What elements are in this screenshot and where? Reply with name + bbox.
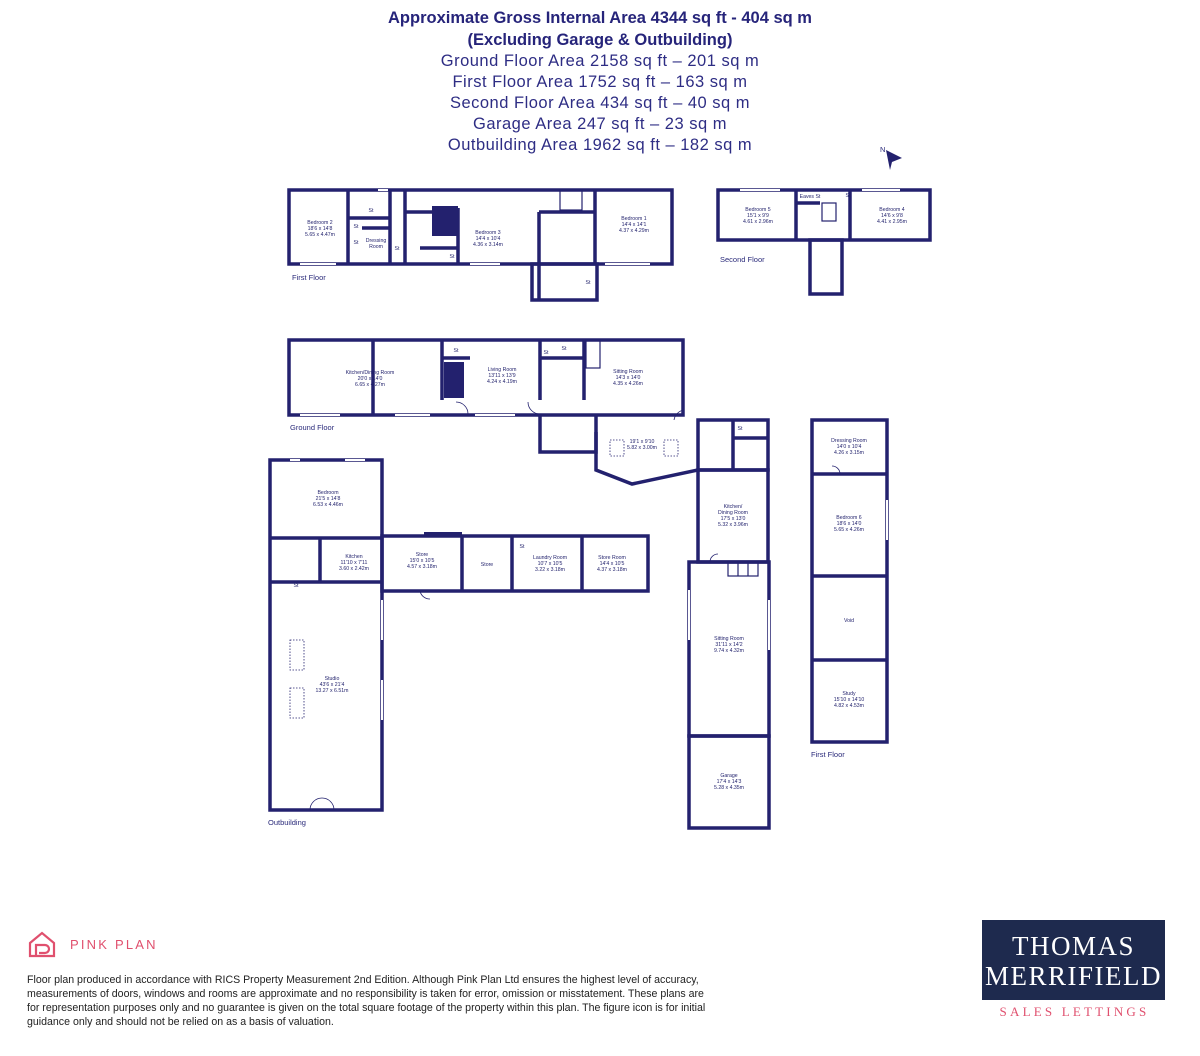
second-floor-area: Second Floor Area 434 sq ft – 40 sq m — [449, 94, 751, 112]
outbuilding-label: Outbuilding — [268, 818, 306, 827]
agent-name-line2: MERRIFIELD — [985, 961, 1162, 991]
storage-mark: St — [544, 350, 549, 356]
storage-marks: St St St St St St St St St St St St St — [294, 193, 851, 589]
storage-mark: St — [562, 346, 567, 352]
outbuilding-area: Outbuilding Area 1962 sq ft – 182 sq m — [447, 136, 753, 154]
disclaimer-text: Floor plan produced in accordance with R… — [27, 974, 706, 1028]
first-floor-area: First Floor Area 1752 sq ft – 163 sq m — [452, 73, 748, 91]
garage-area: Garage Area 247 sq ft – 23 sq m — [473, 115, 727, 133]
ground-floor-plan — [287, 338, 770, 486]
storage-mark: St — [450, 254, 455, 260]
second-floor-plan — [716, 188, 932, 296]
ground-floor-area: Ground Floor Area 2158 sq ft – 201 sq m — [440, 52, 760, 70]
agent-logo: THOMAS MERRIFIELD — [982, 920, 1165, 1000]
agent-services: SALES LETTINGS — [999, 1004, 1150, 1019]
compass-north-label: N — [880, 145, 885, 154]
outbuilding-first-floor-label: First Floor — [811, 750, 845, 759]
first-floor-label: First Floor — [292, 273, 326, 282]
storage-mark: St — [454, 348, 459, 354]
gross-area-title: Approximate Gross Internal Area 4344 sq … — [388, 9, 812, 27]
storage-mark: St — [369, 208, 374, 214]
storage-mark: St — [846, 193, 851, 199]
eaves-label: Eaves St — [800, 194, 821, 200]
outbuilding-plan — [268, 418, 889, 830]
ob-store2-label: Store — [481, 562, 494, 568]
storage-mark: St — [395, 246, 400, 252]
pink-plan-logo: PINK PLAN — [26, 928, 158, 960]
storage-mark: St — [354, 240, 359, 246]
void-label: Void — [844, 618, 854, 624]
storage-mark: St — [520, 544, 525, 550]
storage-mark: St — [354, 224, 359, 230]
storage-mark: St — [738, 426, 743, 432]
second-floor-label: Second Floor — [720, 255, 765, 264]
agent-name-line1: THOMAS — [1011, 931, 1135, 961]
storage-mark: St — [586, 280, 591, 286]
pink-plan-house-icon — [28, 931, 56, 958]
pink-plan-name: PINK PLAN — [70, 936, 158, 952]
ground-floor-label: Ground Floor — [290, 423, 335, 432]
storage-mark: St — [294, 583, 299, 589]
gross-area-note: (Excluding Garage & Outbuilding) — [467, 31, 733, 49]
